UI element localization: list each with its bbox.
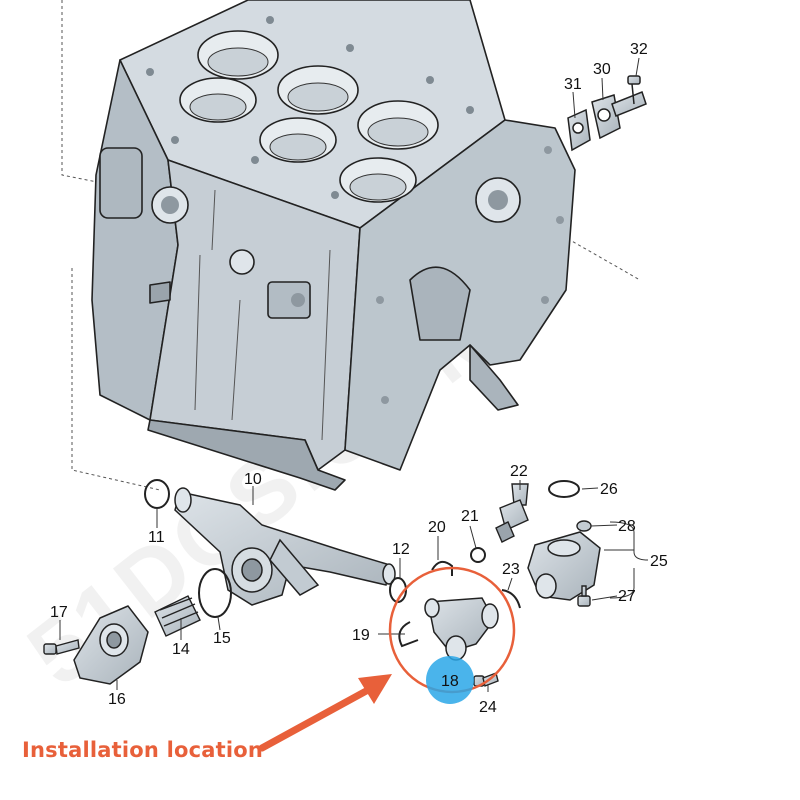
callout-19: 19 (352, 627, 370, 644)
callout-labels: 10 11 12 14 15 16 17 18 19 20 21 22 23 2… (50, 41, 668, 716)
flange-assembly-30-31-32 (567, 75, 647, 152)
coolant-pipe-10 (174, 487, 396, 606)
arrow-icon (258, 674, 392, 752)
plug-28 (576, 520, 592, 532)
seal-26 (548, 480, 580, 498)
callout-12: 12 (392, 541, 410, 558)
callout-28: 28 (618, 518, 636, 535)
clip-23 (501, 589, 521, 609)
o-ring-15 (198, 568, 232, 618)
seal-21 (470, 547, 486, 563)
callout-14: 14 (172, 641, 190, 658)
callout-20: 20 (428, 519, 446, 536)
callout-10: 10 (244, 471, 262, 488)
o-ring-11 (144, 479, 170, 509)
callout-25: 25 (650, 553, 668, 570)
callout-30: 30 (593, 61, 611, 78)
callout-26: 26 (600, 481, 618, 498)
callout-21: 21 (461, 508, 479, 525)
bolt-17 (43, 639, 80, 655)
clip-20 (431, 560, 453, 576)
callout-18: 18 (441, 673, 459, 690)
callout-27: 27 (618, 588, 636, 605)
callout-leaders (59, 57, 649, 692)
engine-block (91, 0, 576, 491)
installation-location-caption: Installation location (22, 738, 264, 762)
callout-11: 11 (148, 529, 165, 546)
bolt-27 (577, 585, 591, 607)
housing-16 (73, 605, 149, 685)
sensor-22 (495, 483, 529, 543)
part-18-badge (426, 656, 474, 704)
housing-25 (527, 531, 601, 601)
callout-23: 23 (502, 561, 520, 578)
callout-17: 17 (50, 604, 68, 621)
callout-24: 24 (479, 699, 497, 716)
fitting-18 (424, 597, 499, 661)
callout-22: 22 (510, 463, 528, 480)
callout-32: 32 (630, 41, 648, 58)
callout-31: 31 (564, 76, 582, 93)
callout-15: 15 (213, 630, 231, 647)
callout-16: 16 (108, 691, 126, 708)
